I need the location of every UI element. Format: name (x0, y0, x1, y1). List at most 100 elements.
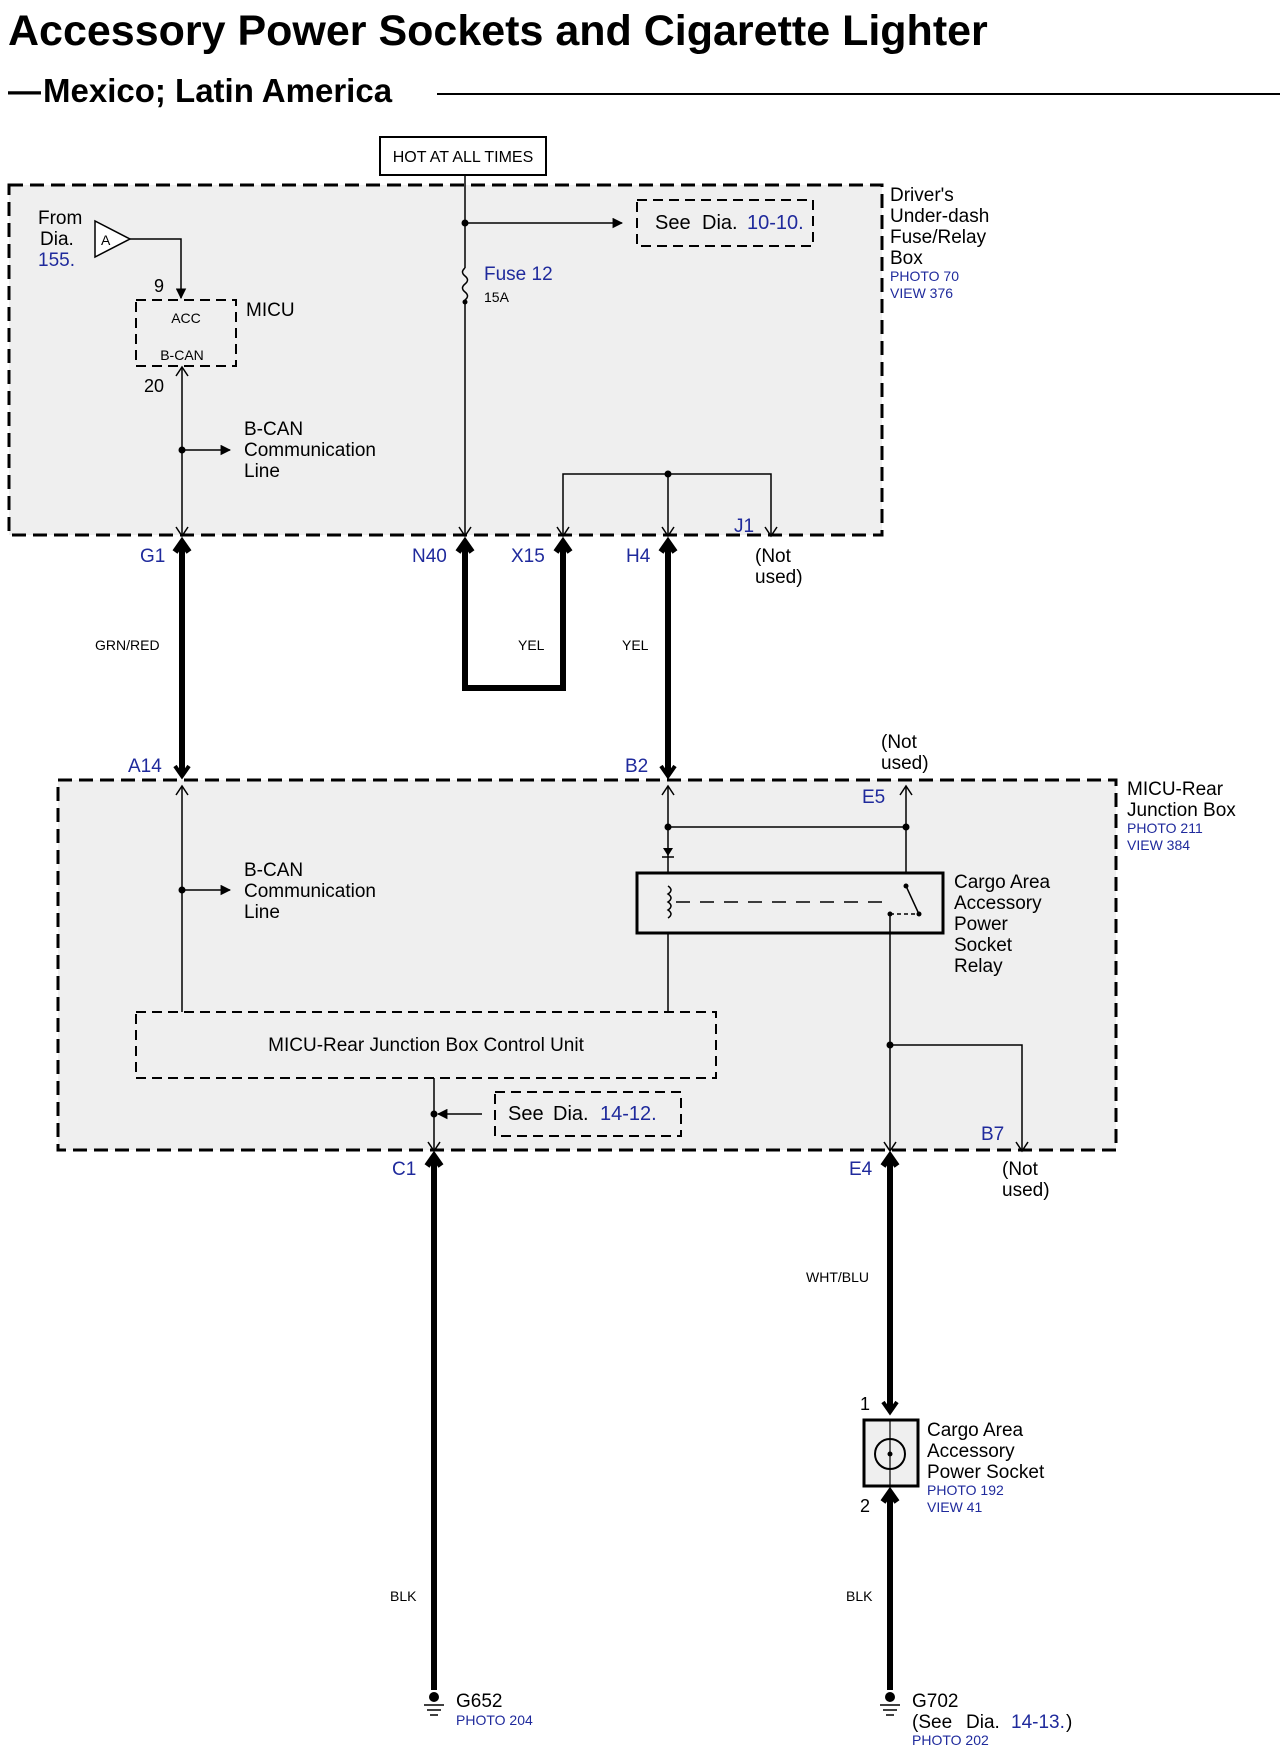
wire-color-c1: BLK (390, 1588, 417, 1604)
hot-at-all-times-box (379, 136, 547, 176)
wire-color-socket: BLK (846, 1588, 873, 1604)
fuse-box-view: VIEW 376 (890, 285, 953, 301)
h4-junction (664, 470, 672, 478)
control-unit-box (135, 1011, 717, 1079)
ground-g652-icon (424, 1692, 444, 1716)
e5-junction (902, 823, 910, 831)
micu-box (135, 299, 237, 367)
socket-photo: PHOTO 192 (927, 1482, 1004, 1498)
connector-x15: X15 (511, 546, 545, 567)
page-subtitle: Mexico; Latin America (43, 72, 393, 109)
bcan2-line-2: Communication (244, 881, 376, 902)
connector-c1: C1 (392, 1159, 416, 1180)
see-dia-1-link[interactable]: 10-10. (747, 212, 804, 234)
control-unit-label: MICU-Rear Junction Box Control Unit (268, 1035, 584, 1056)
socket-pin-2: 2 (860, 1496, 870, 1516)
fuse-box-name-2: Under-dash (890, 206, 989, 227)
c1-junction (430, 1110, 438, 1118)
ground-g652-photo: PHOTO 204 (456, 1712, 533, 1728)
micu-acc: ACC (171, 310, 201, 326)
fuse-bottom-dot (462, 299, 468, 305)
hot-at-all-times-label: HOT AT ALL TIMES (393, 149, 534, 166)
ground-g702-photo: PHOTO 202 (912, 1732, 989, 1748)
ground-g702-icon (880, 1692, 900, 1716)
relay-contact-pivot (903, 883, 909, 889)
connector-a-triangle (94, 219, 132, 259)
socket-g702-harness (880, 1486, 900, 1690)
relay-box (635, 871, 945, 935)
fuse-12-rating: 15A (484, 289, 510, 305)
connector-e4: E4 (849, 1159, 873, 1180)
connector-b7: B7 (981, 1124, 1004, 1145)
socket-name-2: Accessory (927, 1441, 1015, 1462)
relay-name-2: Accessory (954, 893, 1042, 914)
connector-a14: A14 (128, 756, 162, 777)
connector-g1: G1 (140, 546, 165, 567)
see-dia-2-see: See (508, 1103, 544, 1125)
from-dia-from: From (38, 208, 82, 229)
fuse-12-label: Fuse 12 (484, 264, 553, 285)
bcan-wire-top-tip (175, 365, 189, 377)
page-title: Accessory Power Sockets and Cigarette Li… (8, 7, 988, 55)
wire-color-x15: YEL (518, 637, 545, 653)
connector-h4: H4 (626, 546, 651, 567)
socket-pin-1: 1 (860, 1394, 870, 1414)
relay-name-1: Cargo Area (954, 872, 1051, 893)
from-dia-wire (130, 238, 187, 300)
h4-b2-harness (658, 536, 678, 774)
c1-g652-harness (424, 1150, 444, 1690)
b7-wire (890, 1044, 1023, 1150)
relay-name-5: Relay (954, 956, 1003, 977)
socket-pin1-tip (881, 1400, 899, 1416)
connector-b2: B2 (625, 756, 648, 777)
bcan-wire-rear-tip (175, 784, 189, 796)
ground-g702-link[interactable]: 14-13. (1011, 1712, 1065, 1733)
relay-contact-end (916, 911, 922, 917)
ground-g702-close: ) (1066, 1712, 1072, 1733)
b2-feed-tip (661, 784, 675, 796)
wire-color-h4: YEL (622, 637, 649, 653)
see-dia-2-link[interactable]: 14-12. (600, 1103, 657, 1125)
socket-name-3: Power Socket (927, 1462, 1045, 1483)
micu-label: MICU (246, 300, 295, 321)
connector-j1: J1 (734, 516, 754, 537)
bcan-wire-top-tip2 (175, 526, 189, 538)
e5-not-used-2: used) (881, 753, 929, 774)
n40-tip (458, 526, 472, 538)
see-dia-2-box (494, 1091, 682, 1137)
a14-connector-tip (173, 764, 191, 780)
see-dia-1-box (636, 199, 814, 247)
micu-bcan: B-CAN (160, 347, 204, 363)
relay-coil-icon (666, 885, 672, 919)
bcan1-line-3: Line (244, 461, 280, 482)
h4-tip (661, 526, 675, 538)
fuse-box-name-3: Fuse/Relay (890, 227, 987, 248)
ground-g702-name: G702 (912, 1691, 958, 1712)
n40-x15-jumper (455, 536, 573, 691)
g1-a14-harness (172, 536, 192, 774)
ground-g652-name: G652 (456, 1691, 502, 1712)
fuse-relay-box (7, 183, 884, 537)
connector-e5: E5 (862, 787, 885, 808)
see-dia-1-dia: Dia. (702, 212, 738, 234)
j1-not-used-2: used) (755, 567, 803, 588)
connector-a-label: A (101, 232, 111, 248)
wire-color-g1: GRN/RED (95, 637, 160, 653)
dash-glyph: — (8, 72, 41, 109)
b2-connector-tip (659, 764, 677, 780)
e4-socket-harness (880, 1150, 900, 1410)
from-dia-dia: Dia. (40, 229, 74, 250)
socket-name-1: Cargo Area (927, 1420, 1024, 1441)
see-dia-2-dia: Dia. (553, 1103, 589, 1125)
ground-g702-dia: Dia. (966, 1712, 1000, 1733)
j1-tip (764, 526, 778, 538)
bcan2-line-3: Line (244, 902, 280, 923)
b7-tip (1015, 1141, 1029, 1153)
see-dia-1-see: See (655, 212, 691, 234)
e5-tip (899, 784, 913, 796)
from-dia-number: 155. (38, 250, 75, 271)
b7-not-used-2: used) (1002, 1180, 1050, 1201)
rear-box-view: VIEW 384 (1127, 837, 1190, 853)
relay-name-4: Socket (954, 935, 1013, 956)
